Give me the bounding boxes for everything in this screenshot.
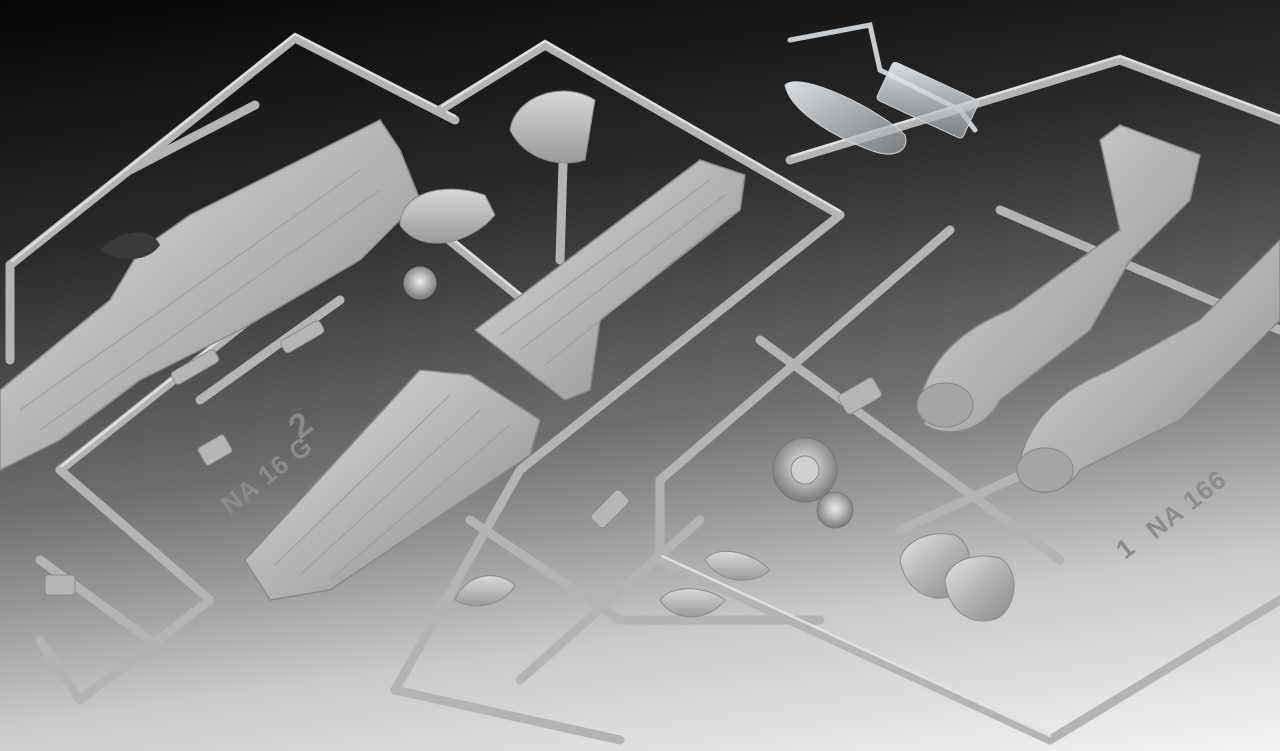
sprue-number-right: 1 [1110, 532, 1140, 565]
wing-center-lower [244, 369, 541, 601]
wing-center-upper [473, 159, 746, 401]
sprue-code-right: NA 166 [1140, 464, 1232, 545]
sprue-frame-right [655, 55, 1280, 745]
small-detail-parts [44, 320, 882, 596]
radial-engine [772, 437, 854, 529]
cowling-parts [454, 533, 1015, 622]
clear-canopy-sprue [784, 22, 979, 155]
fuselage-halves [916, 124, 1280, 494]
wing-upper-left [0, 119, 421, 471]
tail-fin-parts [399, 90, 596, 300]
